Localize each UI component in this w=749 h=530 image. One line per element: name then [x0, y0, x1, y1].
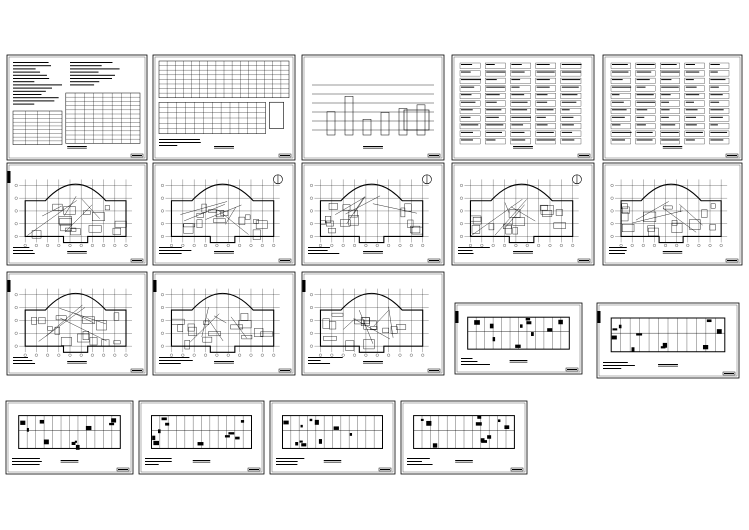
drawing-sheet-s11	[6, 271, 148, 376]
drawing-sheet-s15	[596, 302, 740, 379]
drawing-sheet-s01	[6, 54, 148, 161]
drawing-sheet-s02	[152, 54, 296, 161]
drawing-sheet-s07	[152, 162, 296, 266]
drawing-sheet-s04	[451, 54, 595, 161]
drawing-sheet-s09	[451, 162, 595, 266]
drawing-sheet-s08	[301, 162, 445, 266]
drawing-sheet-s17	[138, 400, 265, 475]
drawing-sheet-s16	[5, 400, 134, 475]
drawing-sheet-s06	[6, 162, 148, 266]
drawing-sheet-s13	[301, 271, 445, 376]
drawing-sheet-s12	[152, 271, 296, 376]
drawing-sheet-s19	[400, 400, 528, 475]
drawing-sheet-s03	[301, 54, 445, 161]
drawing-sheet-s05	[602, 54, 743, 161]
drawing-sheet-s10	[602, 162, 743, 266]
drawing-sheet-s14	[454, 302, 583, 375]
drawing-sheet-s18	[269, 400, 396, 475]
